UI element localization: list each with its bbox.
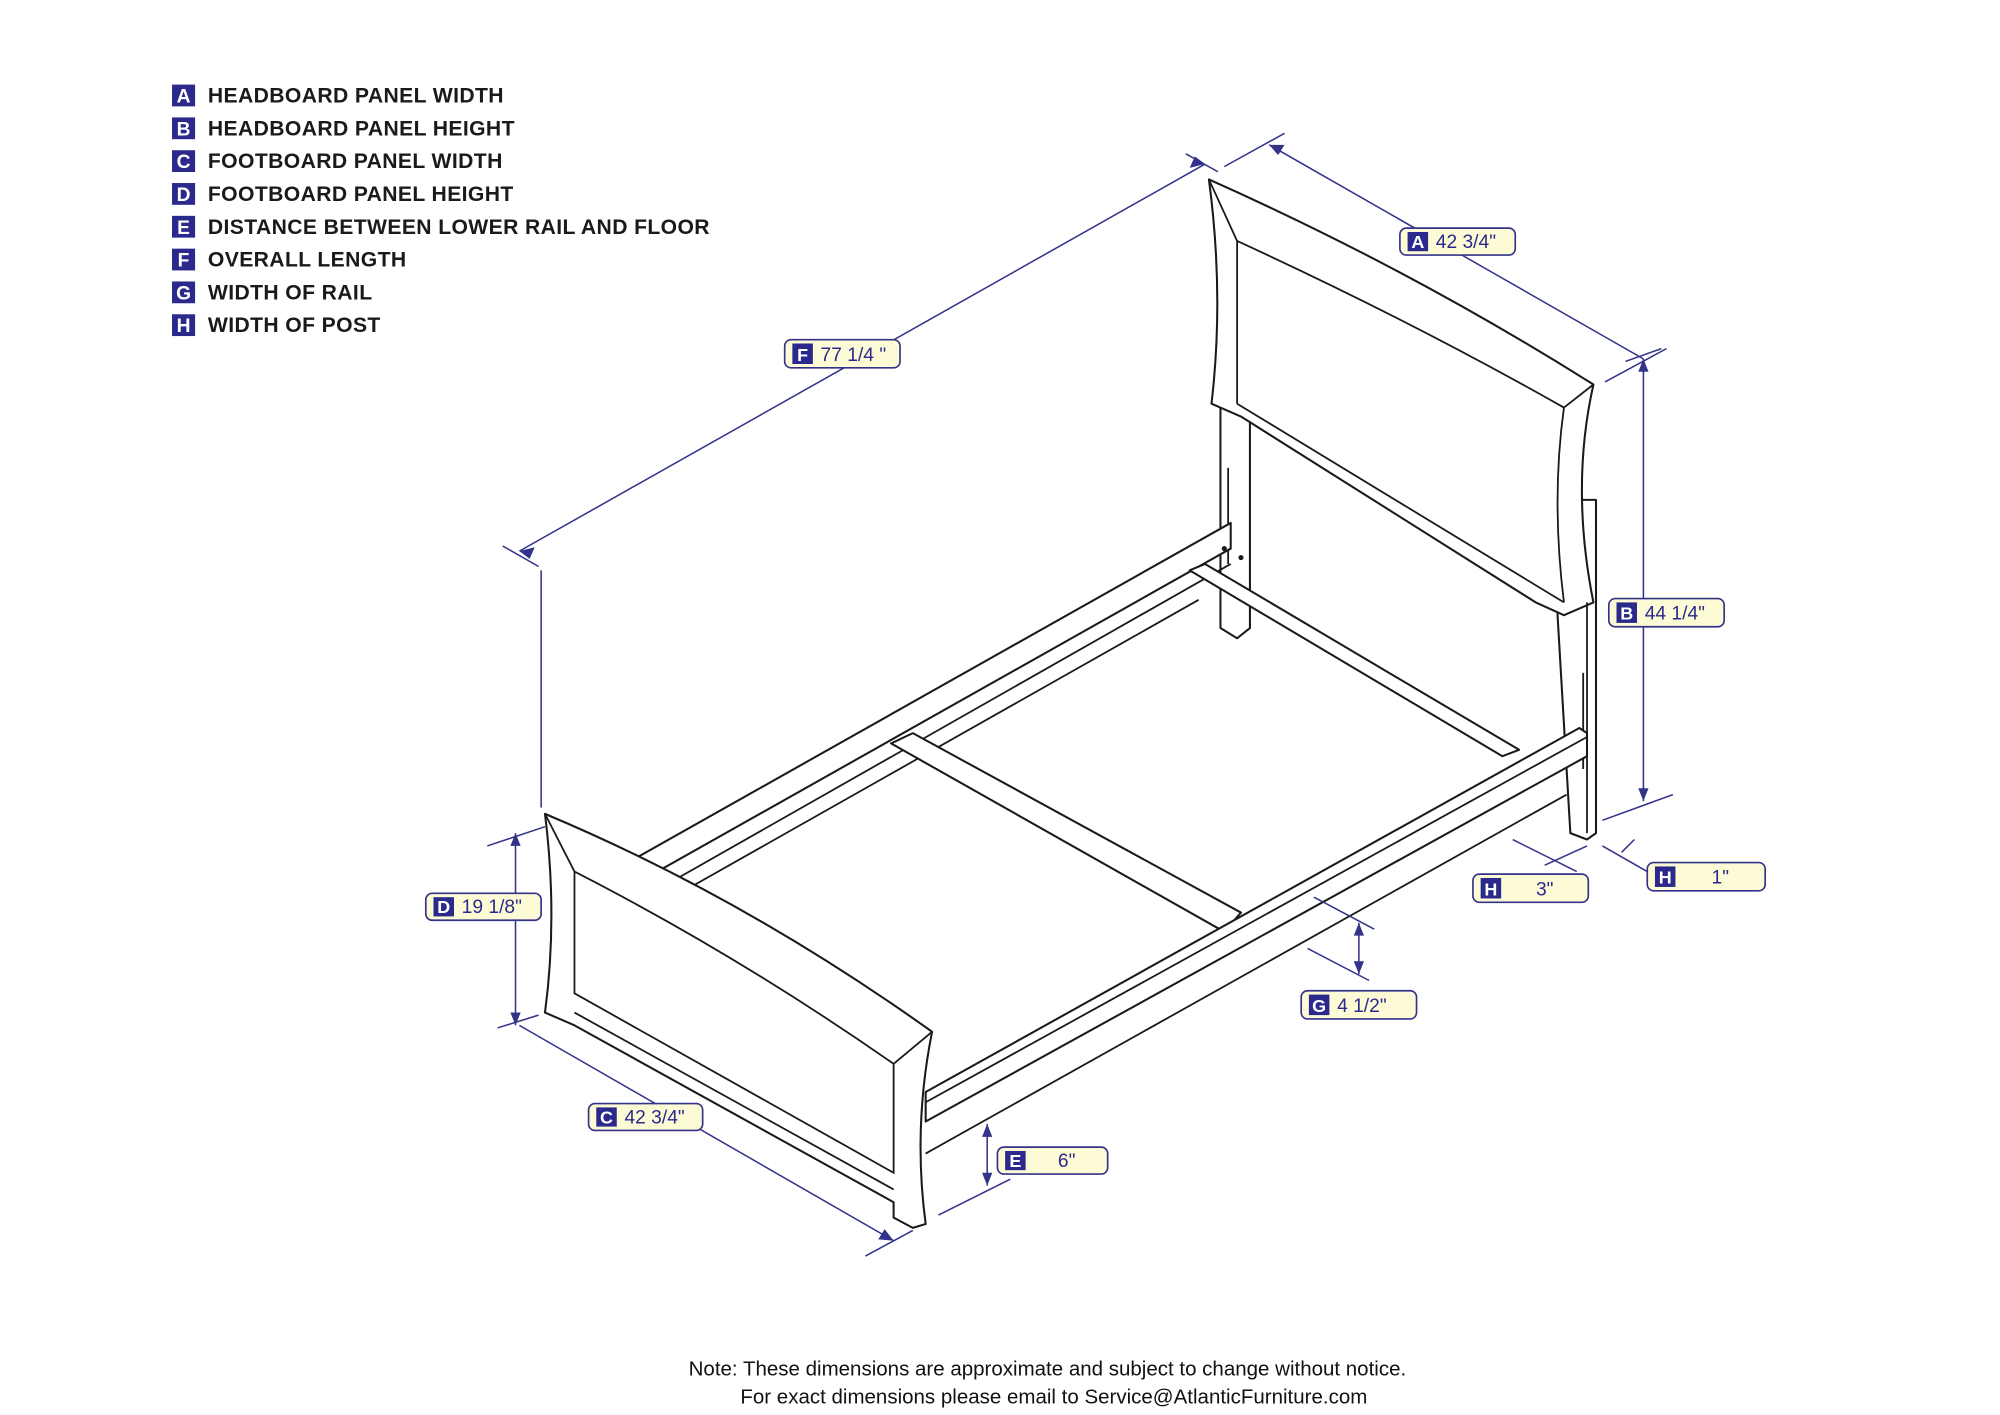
dimension-label-f: F 77 1/4 ": [783, 338, 901, 369]
legend-key-box: [172, 248, 196, 271]
note-line-2: For exact dimensions please email to Ser…: [740, 1385, 1367, 1408]
legend-item: C FOOTBOARD PANEL WIDTH: [172, 150, 503, 173]
legend-item: D FOOTBOARD PANEL HEIGHT: [172, 183, 514, 206]
dimension-label-h: H 3": [1472, 873, 1590, 904]
legend-key-box: [172, 117, 196, 140]
dimension-label-box: [1300, 989, 1418, 1020]
dimension-value: 42 3/4": [1436, 232, 1496, 253]
dimension-value: 1": [1712, 868, 1730, 889]
headboard: [1207, 178, 1598, 841]
dimension-value: 4 1/2": [1337, 996, 1387, 1017]
dimension-key-letter: H: [1484, 879, 1497, 899]
legend-label: HEADBOARD PANEL WIDTH: [208, 85, 504, 108]
note-line-1: Note: These dimensions are approximate a…: [689, 1357, 1407, 1380]
dimension-label-box: [1646, 861, 1767, 892]
legend-item: A HEADBOARD PANEL WIDTH: [172, 85, 504, 108]
legend-key-box: [172, 215, 196, 238]
legend-key-letter: E: [177, 218, 190, 239]
side-rails: [633, 521, 1589, 1155]
dimension-key-letter: F: [797, 345, 808, 365]
dimension-labels: F 77 1/4 " A 42 3/4" B 44 1/4" H 3" H 1" D 19 1/8" G…: [424, 227, 1767, 1175]
legend-key-letter: G: [176, 283, 191, 304]
legend: A HEADBOARD PANEL WIDTH B HEADBOARD PANEL H…: [172, 85, 710, 337]
legend-item: F OVERALL LENGTH: [172, 248, 407, 272]
dimension-label-h: H 1": [1646, 861, 1767, 892]
dimension-value: 3": [1536, 879, 1554, 900]
footboard: [543, 812, 934, 1229]
legend-label: DISTANCE BETWEEN LOWER RAIL AND FLOOR: [208, 216, 710, 239]
legend-item: G WIDTH OF RAIL: [172, 281, 372, 304]
dimension-key-box: [433, 897, 454, 917]
dimension-label-box: [587, 1102, 704, 1132]
dimension-label-a: A 42 3/4": [1399, 227, 1517, 256]
dimension-key-box: [596, 1107, 617, 1127]
legend-label: HEADBOARD PANEL HEIGHT: [208, 117, 515, 140]
legend-key-letter: A: [177, 87, 191, 108]
dimension-key-letter: H: [1659, 868, 1672, 888]
dimension-label-box: [1399, 227, 1517, 256]
dimension-key-letter: D: [437, 897, 450, 917]
dimension-lines: [487, 132, 1674, 1257]
legend-key-box: [172, 314, 196, 337]
legend-key-letter: C: [177, 152, 191, 173]
dimension-label-g: G 4 1/2": [1300, 989, 1418, 1020]
dimension-label-box: [1472, 873, 1590, 904]
dimension-value: 77 1/4 ": [821, 345, 887, 366]
dimension-key-box: [1407, 231, 1429, 252]
legend-key-letter: D: [177, 185, 191, 206]
dimension-label-c: C 42 3/4": [587, 1102, 704, 1132]
dimension-key-box: [1005, 1150, 1026, 1171]
dimension-key-letter: C: [600, 1107, 613, 1127]
dimension-value: 44 1/4": [1645, 604, 1705, 625]
legend-key-letter: F: [178, 251, 190, 272]
dimension-key-letter: E: [1009, 1151, 1021, 1171]
dimension-label-e: E 6": [996, 1146, 1109, 1175]
dimension-label-box: [1607, 597, 1725, 628]
legend-key-box: [172, 281, 196, 304]
bed-drawing: [543, 178, 1598, 1229]
legend-label: WIDTH OF RAIL: [208, 281, 373, 304]
dimension-label-box: [783, 338, 901, 369]
dimension-key-letter: A: [1411, 232, 1424, 252]
legend-key-box: [172, 84, 196, 107]
legend-label: FOOTBOARD PANEL WIDTH: [208, 150, 503, 173]
legend-label: FOOTBOARD PANEL HEIGHT: [208, 183, 514, 206]
dimension-label-box: [424, 892, 542, 922]
legend-key-letter: B: [177, 119, 191, 140]
legend-item: H WIDTH OF POST: [172, 314, 381, 337]
dimension-key-box: [1480, 877, 1502, 899]
dimension-key-letter: G: [1312, 996, 1326, 1016]
legend-key-box: [172, 150, 196, 173]
legend-key-letter: H: [177, 316, 191, 337]
dimension-label-b: B 44 1/4": [1607, 597, 1725, 628]
note: Note: These dimensions are approximate a…: [689, 1357, 1407, 1408]
dimension-label-d: D 19 1/8": [424, 892, 542, 922]
legend-label: WIDTH OF POST: [208, 314, 381, 337]
legend-key-box: [172, 183, 196, 205]
dimension-value: 6": [1058, 1151, 1076, 1172]
dimension-key-letter: B: [1620, 604, 1633, 624]
legend-label: OVERALL LENGTH: [208, 249, 407, 272]
dimension-key-box: [1308, 994, 1330, 1016]
dimension-key-box: [1654, 866, 1676, 887]
dimension-key-box: [1616, 602, 1638, 623]
legend-item: B HEADBOARD PANEL HEIGHT: [172, 117, 515, 140]
dimension-value: 19 1/8": [462, 897, 522, 918]
dimension-key-box: [792, 343, 813, 365]
legend-item: E DISTANCE BETWEEN LOWER RAIL AND FLOOR: [172, 216, 710, 239]
dimension-value: 42 3/4": [624, 1107, 684, 1128]
